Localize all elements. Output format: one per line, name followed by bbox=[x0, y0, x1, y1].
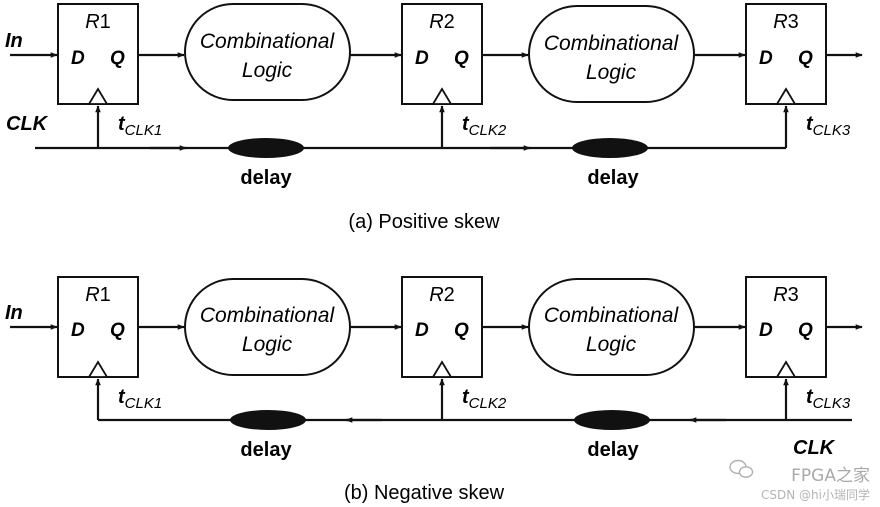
register-letter: R bbox=[773, 284, 787, 306]
d-pin: D bbox=[415, 48, 429, 69]
logic-line1: Combinational bbox=[544, 304, 680, 327]
d-pin: D bbox=[415, 320, 429, 341]
svg-text:R1: R1 bbox=[85, 11, 111, 33]
register-number: 2 bbox=[444, 11, 455, 33]
logic-line2: Logic bbox=[242, 59, 293, 82]
register-r2: R2 D Q bbox=[401, 276, 483, 378]
register-r3: R3 D Q bbox=[745, 276, 827, 378]
svg-text:R1: R1 bbox=[85, 284, 111, 306]
logic-line2: Logic bbox=[586, 61, 637, 84]
register-letter: R bbox=[773, 11, 787, 33]
tclk2-label: tCLK2 bbox=[462, 386, 507, 412]
register-number: 2 bbox=[444, 284, 455, 306]
combinational-logic-1: Combinational Logic bbox=[184, 3, 351, 101]
register-r2: R2 D Q bbox=[401, 3, 483, 105]
delay-element-1 bbox=[230, 410, 306, 430]
register-letter: R bbox=[85, 284, 99, 306]
watermark-author: CSDN @hi小瑞同学 bbox=[761, 488, 870, 502]
logic-line2: Logic bbox=[242, 333, 293, 356]
svg-text:R3: R3 bbox=[773, 11, 799, 33]
caption-positive-skew: (a) Positive skew bbox=[348, 211, 500, 233]
register-number: 1 bbox=[100, 284, 111, 306]
combinational-logic-1: Combinational Logic bbox=[184, 278, 351, 376]
wechat-icon bbox=[729, 459, 754, 478]
clock-pin-triangle bbox=[775, 87, 797, 105]
q-pin: Q bbox=[454, 320, 469, 341]
clock-pin-triangle bbox=[431, 87, 453, 105]
delay-label: delay bbox=[240, 439, 292, 461]
logic-line1: Combinational bbox=[200, 30, 336, 53]
d-pin: D bbox=[759, 48, 773, 69]
delay-element-2 bbox=[574, 410, 650, 430]
register-letter: R bbox=[429, 11, 443, 33]
delay-label: delay bbox=[587, 439, 639, 461]
d-pin: D bbox=[71, 320, 85, 341]
delay-label: delay bbox=[240, 167, 292, 189]
tclk2-label: tCLK2 bbox=[462, 113, 507, 139]
clock-pin-triangle bbox=[87, 87, 109, 105]
q-pin: Q bbox=[110, 320, 125, 341]
register-letter: R bbox=[85, 11, 99, 33]
tclk1-label: tCLK1 bbox=[118, 386, 162, 412]
clock-pin-triangle bbox=[775, 360, 797, 378]
q-pin: Q bbox=[798, 48, 813, 69]
d-pin: D bbox=[71, 48, 85, 69]
delay-element-2 bbox=[572, 138, 648, 158]
register-letter: R bbox=[429, 284, 443, 306]
logic-line1: Combinational bbox=[544, 32, 680, 55]
d-pin: D bbox=[759, 320, 773, 341]
register-number: 3 bbox=[788, 11, 799, 33]
clock-pin-triangle bbox=[87, 360, 109, 378]
clock-pin-triangle bbox=[431, 360, 453, 378]
input-label: In bbox=[5, 30, 23, 52]
register-r3: R3 D Q bbox=[745, 3, 827, 105]
logic-line1: Combinational bbox=[200, 304, 336, 327]
watermark: FPGA之家 CSDN @hi小瑞同学 bbox=[761, 461, 870, 503]
panel-negative-skew: In R1 D Q Combinational Logic R2 D Q Com… bbox=[5, 276, 863, 504]
svg-text:R3: R3 bbox=[773, 284, 799, 306]
panel-positive-skew: In R1 D Q Combinational Logic R2 D Q bbox=[5, 3, 863, 233]
watermark-brand: FPGA之家 bbox=[791, 466, 870, 486]
q-pin: Q bbox=[110, 48, 125, 69]
register-number: 1 bbox=[100, 11, 111, 33]
clock-label: CLK bbox=[793, 437, 836, 459]
delay-element-1 bbox=[228, 138, 304, 158]
tclk3-label: tCLK3 bbox=[806, 386, 851, 412]
caption-negative-skew: (b) Negative skew bbox=[344, 482, 505, 504]
register-number: 3 bbox=[788, 284, 799, 306]
register-r1: R1 D Q bbox=[57, 3, 139, 105]
q-pin: Q bbox=[798, 320, 813, 341]
input-label: In bbox=[5, 302, 23, 324]
tclk3-label: tCLK3 bbox=[806, 113, 851, 139]
clock-label: CLK bbox=[6, 113, 49, 135]
q-pin: Q bbox=[454, 48, 469, 69]
delay-label: delay bbox=[587, 167, 639, 189]
combinational-logic-2: Combinational Logic bbox=[528, 278, 695, 376]
svg-text:R2: R2 bbox=[429, 11, 455, 33]
combinational-logic-2: Combinational Logic bbox=[528, 5, 695, 103]
logic-line2: Logic bbox=[586, 333, 637, 356]
svg-text:R2: R2 bbox=[429, 284, 455, 306]
register-r1: R1 D Q bbox=[57, 276, 139, 378]
tclk1-label: tCLK1 bbox=[118, 113, 162, 139]
